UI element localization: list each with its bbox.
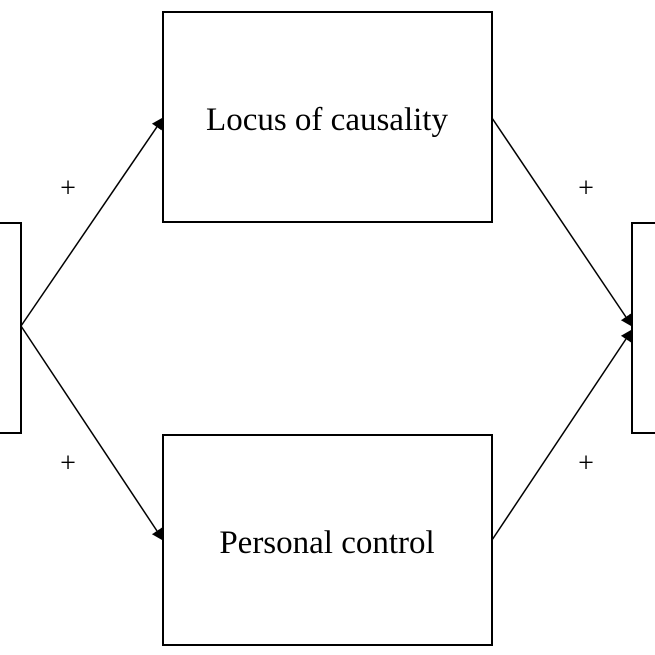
node-locus-of-causality: Locus of causality [162, 11, 493, 223]
node-personal-control-box [162, 434, 493, 646]
sign-left-to-personal-control: + [60, 448, 76, 479]
node-personal-control: Personal control [162, 434, 493, 646]
sign-locus-of-causality-to-right: + [578, 173, 594, 204]
node-left [0, 222, 22, 434]
node-right-box [631, 222, 655, 434]
sign-left-to-locus-of-causality: + [60, 173, 76, 204]
arrow-locus-of-causality-to-right [491, 117, 633, 327]
arrow-left-to-personal-control [20, 325, 164, 541]
sign-personal-control-to-right: + [578, 448, 594, 479]
node-locus-of-causality-label: Locus of causality [206, 102, 448, 138]
node-personal-control-label: Personal control [219, 525, 434, 561]
node-right [631, 222, 655, 434]
node-left-box [0, 222, 22, 434]
arrow-left-to-locus-of-causality [20, 117, 164, 327]
arrow-personal-control-to-right [491, 329, 633, 541]
node-locus-of-causality-box [162, 11, 493, 223]
